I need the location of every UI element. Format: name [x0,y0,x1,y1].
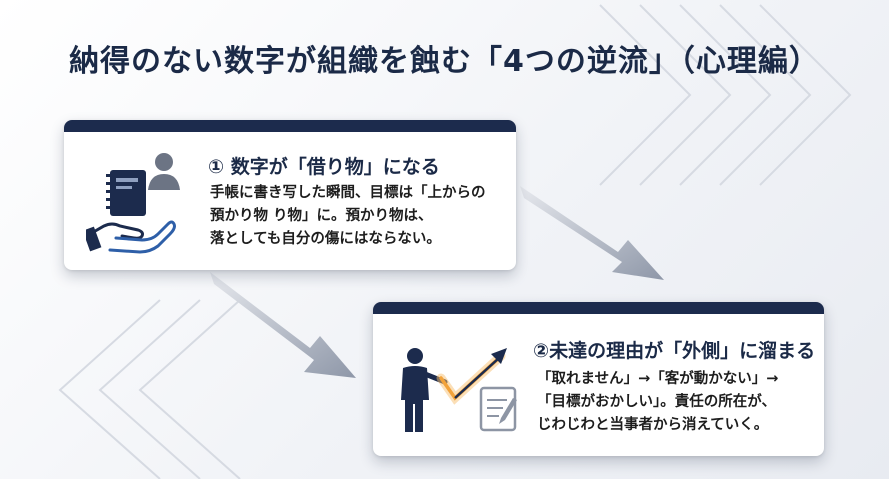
card-header-bar [373,302,824,314]
card-line: 「取れません」→「客が動かない」→ [537,371,779,387]
card-external-reasons: ②未達の理由が「外側」に溜まる 「取れません」→「客が動かない」→ 「目標がおか… [373,302,824,456]
card-header-bar [64,120,516,132]
notebook-hand-person-icon [86,153,180,254]
card-line: 「目標がおかしい」。責任の所在が、 [537,394,776,410]
card-line: じわじわと当事者から消えていく。 [537,417,769,433]
person-pointing-trend-icon [401,348,517,432]
card-heading: ②未達の理由が「外側」に溜まる [533,340,816,362]
card-description: 「取れません」→「客が動かない」→ 「目標がおかしい」。責任の所在が、 じわじわ… [537,368,778,437]
card-line: 落としても自分の傷にはならない。 [210,231,441,247]
page-title: 納得のない数字が組織を蝕む「4つの逆流」（心理編） [69,44,820,79]
card-line: 預かり物 り物」に。預かり物は、 [210,208,433,224]
card-description: 手帳に書き写した瞬間、目標は「上からの 預かり物 り物」に。預かり物は、 落とし… [210,182,486,251]
card-borrowed-numbers: ① 数字が「借り物」になる 手帳に書き写した瞬間、目標は「上からの 預かり物 り… [64,120,516,270]
card-heading: ① 数字が「借り物」になる [208,156,440,178]
card-line: 手帳に書き写した瞬間、目標は「上からの [210,185,486,201]
